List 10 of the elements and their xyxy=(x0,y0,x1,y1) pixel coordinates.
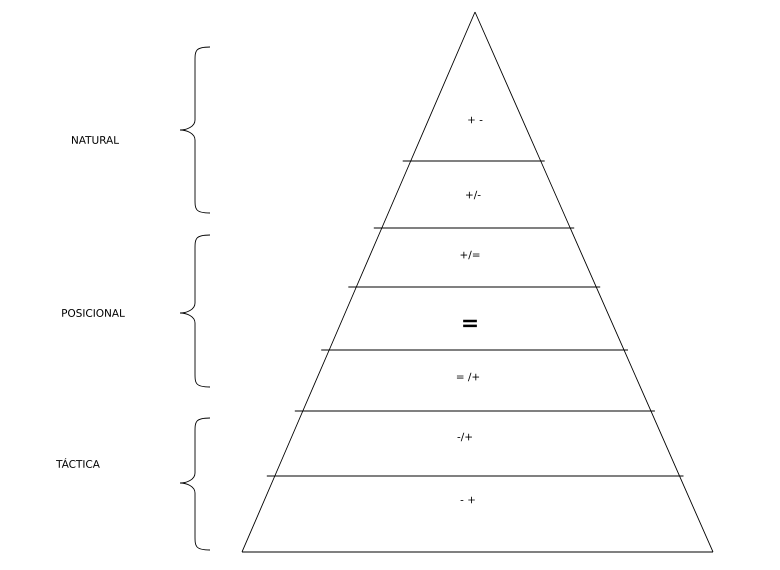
pyramid-level: +/- xyxy=(373,160,575,228)
pyramid-level: = /+ xyxy=(294,350,656,412)
pyramid-level: = xyxy=(320,286,628,350)
group-label: POSICIONAL xyxy=(62,309,125,317)
group-label: TÁCTICA xyxy=(56,458,100,468)
pyramid-level: - + xyxy=(242,476,714,552)
pyramid-level: -/+ xyxy=(266,410,684,476)
pyramid-level: +/= xyxy=(348,228,601,288)
pyramid-level: + - xyxy=(402,12,546,162)
group-label: NATURAL xyxy=(72,136,119,144)
